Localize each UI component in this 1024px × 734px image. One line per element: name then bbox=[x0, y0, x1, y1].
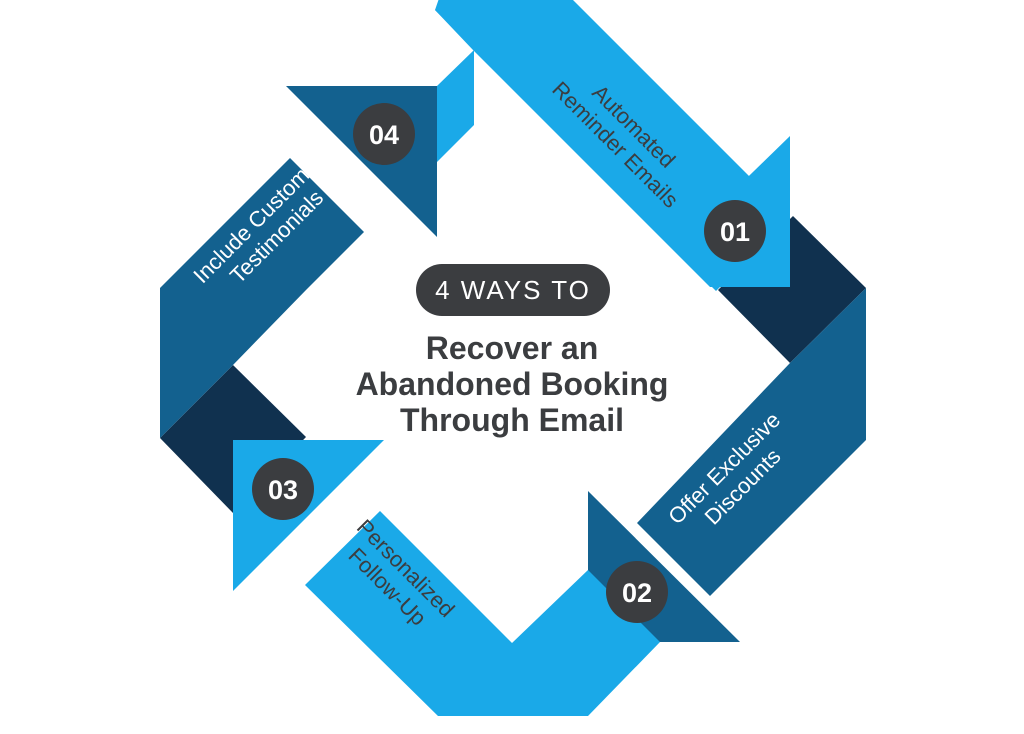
arrow-04-tip-accent bbox=[437, 50, 474, 162]
badge-01-number: 01 bbox=[720, 217, 750, 247]
title-line-3: Through Email bbox=[400, 402, 624, 438]
title-line-2: Abandoned Booking bbox=[355, 366, 669, 402]
fold-left bbox=[160, 365, 306, 513]
badge-03: 03 bbox=[252, 458, 314, 520]
badge-04: 04 bbox=[353, 103, 415, 165]
arrow-03-band bbox=[305, 511, 660, 716]
fold-right bbox=[718, 216, 866, 363]
arrow-01-band bbox=[435, 0, 790, 291]
arrow-04-band bbox=[160, 158, 364, 438]
badge-01: 01 bbox=[704, 200, 766, 262]
badge-02: 02 bbox=[606, 561, 668, 623]
arrow-02-band bbox=[637, 288, 866, 596]
page-title: Recover an Abandoned Booking Through Ema… bbox=[312, 330, 712, 438]
badge-04-number: 04 bbox=[369, 120, 399, 150]
title-line-1: Recover an bbox=[425, 330, 599, 366]
badge-03-number: 03 bbox=[268, 475, 298, 505]
subtitle-pill: 4 WAYS TO bbox=[416, 264, 610, 316]
badge-02-number: 02 bbox=[622, 578, 652, 608]
